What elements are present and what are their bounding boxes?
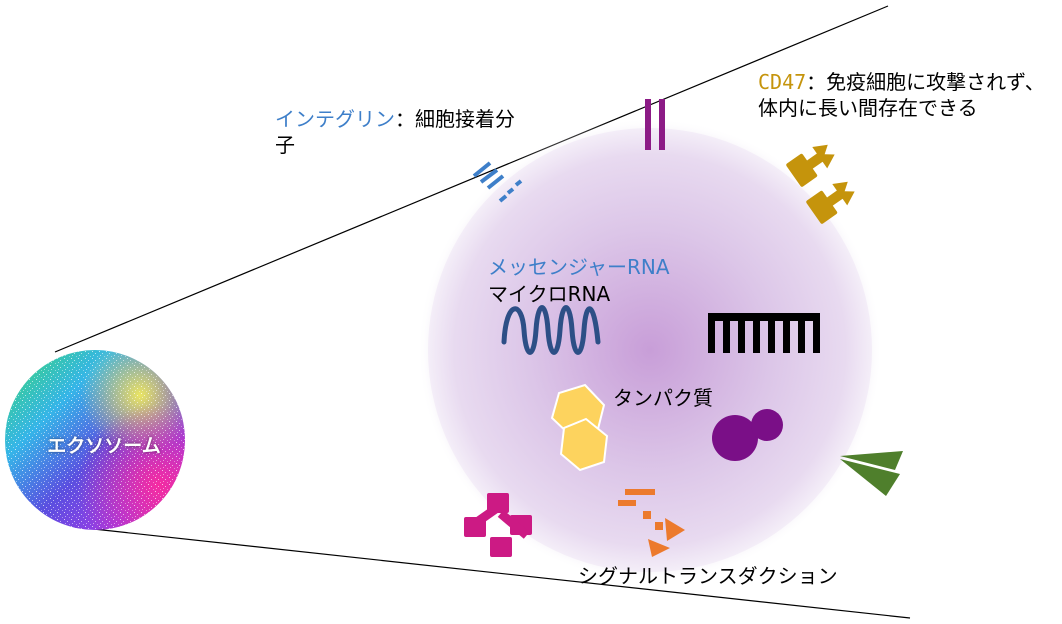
cd47-name: CD47 <box>758 70 807 94</box>
exosome-label: エクソソーム <box>47 435 161 457</box>
magenta-receptor-icon <box>464 493 532 557</box>
mrna-wave-icon <box>501 305 601 355</box>
cd47-icon <box>786 144 855 224</box>
integrin-icon <box>472 161 523 203</box>
vesicle <box>428 128 872 572</box>
integrin-desc-line1: ：細胞接着分 <box>395 107 515 131</box>
exosome-sphere <box>5 350 185 530</box>
mrna-label: メッセンジャーRNA <box>488 255 670 279</box>
signal-label: シグナルトランスダクション <box>578 564 838 588</box>
zoom-line-top <box>54 5 889 353</box>
green-wedge-icon <box>840 451 903 496</box>
signal-icon <box>618 489 685 557</box>
microrna-comb-icon <box>708 313 820 353</box>
protein-label: タンパク質 <box>613 386 713 410</box>
integrin-name: インテグリン <box>275 107 395 131</box>
microrna-label: マイクロRNA <box>488 282 611 306</box>
protein-sphere-icon <box>712 409 783 461</box>
membrane-protein-icon <box>645 99 665 150</box>
integrin-desc-line2: 子 <box>275 133 295 157</box>
protein-hexagon-icon <box>550 383 609 472</box>
integrin-label: インテグリン：細胞接着分 <box>275 107 515 131</box>
cd47-desc-line2: 体内に長い間存在できる <box>758 96 978 120</box>
zoom-line-bottom <box>74 526 911 619</box>
cd47-desc-line1: ：免疫細胞に攻撃されず、 <box>806 70 1045 94</box>
cd47-label: CD47：免疫細胞に攻撃されず、 <box>758 70 1045 94</box>
